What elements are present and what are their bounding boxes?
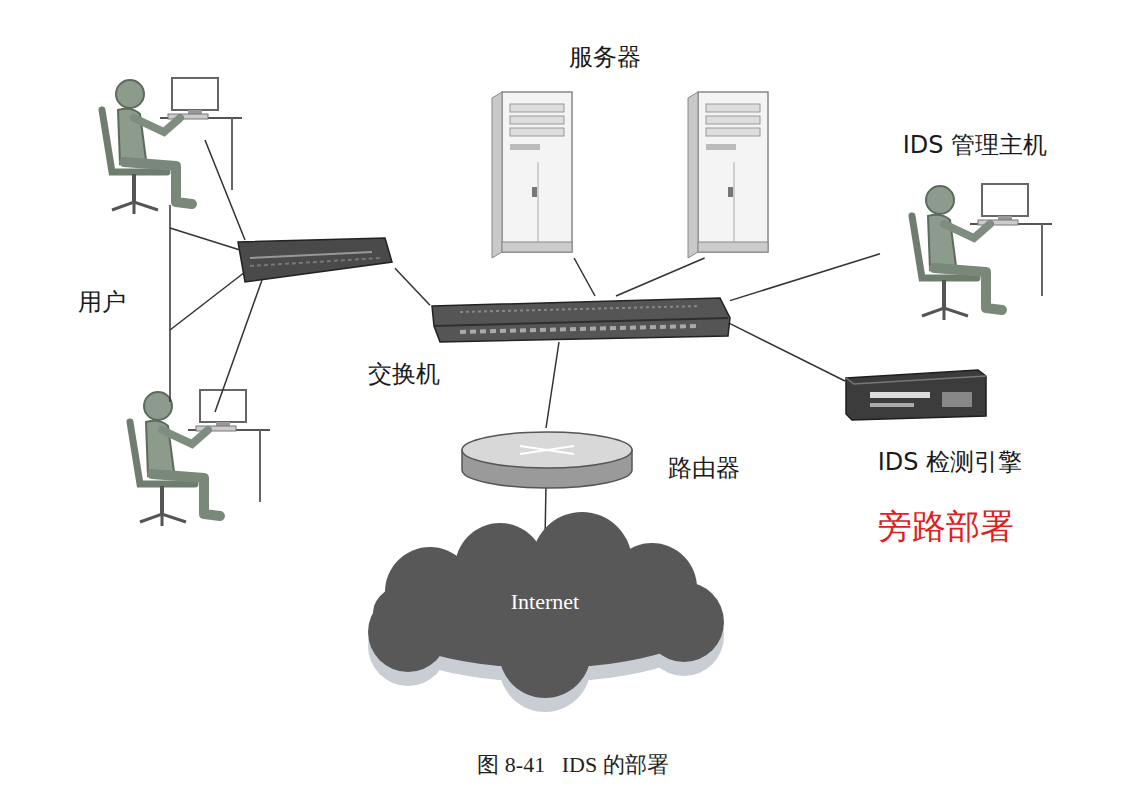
internet-cloud: Internet <box>360 535 730 695</box>
network-link <box>546 342 559 428</box>
switch: 交换机 <box>430 296 730 342</box>
device-label: 服务器 <box>569 43 641 72</box>
network-link <box>616 258 705 296</box>
deployment-note: 旁路部署 <box>878 506 1014 547</box>
network-link <box>574 258 595 296</box>
network-link <box>395 268 430 305</box>
device-label: 路由器 <box>668 454 740 483</box>
device-label: Internet <box>511 589 579 615</box>
device-label: 用户 <box>78 288 126 317</box>
device-label: IDS 检测引擎 <box>878 448 1022 477</box>
network-link <box>730 324 845 381</box>
server-group: 服务器 <box>490 88 780 258</box>
device-label: IDS 管理主机 <box>903 131 1047 160</box>
network-link <box>730 254 880 301</box>
ids-detection-engine: IDS 检测引擎 <box>845 368 987 420</box>
ids-management-host: IDS 管理主机 <box>880 175 1055 300</box>
router: 路由器 <box>458 428 634 484</box>
user-group: 用户 <box>70 68 395 523</box>
figure-caption: 图 8-41 IDS 的部署 <box>477 752 668 778</box>
device-label: 交换机 <box>368 360 440 389</box>
